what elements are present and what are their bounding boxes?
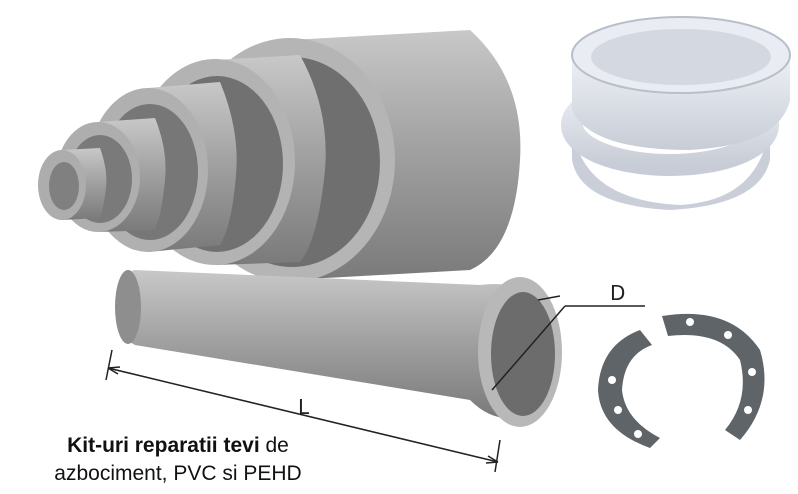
repair-rings — [561, 16, 791, 210]
caption: Kit-uri reparatii tevi de azbociment, PV… — [28, 432, 328, 488]
bell-pipe — [115, 270, 562, 427]
split-flange — [598, 313, 765, 448]
caption-line1: de — [259, 434, 289, 457]
nested-pipes — [38, 30, 521, 282]
diameter-dimension — [491, 295, 645, 391]
caption-bold: Kit-uri reparatii tevi — [67, 434, 260, 457]
length-label: L — [298, 395, 310, 419]
length-dimension — [105, 349, 501, 473]
caption-line2: azbociment, PVC si PEHD — [54, 462, 302, 485]
diameter-label: D — [610, 281, 625, 305]
